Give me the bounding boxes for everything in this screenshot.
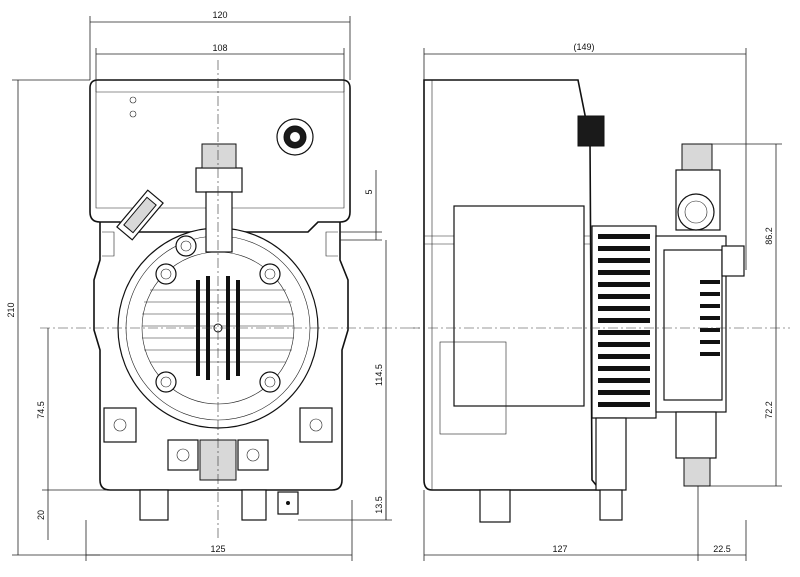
front-view	[40, 60, 420, 540]
dim-front-base: 125	[210, 544, 225, 554]
side-knob	[577, 115, 605, 147]
dim-inlet: 74.5	[36, 401, 46, 419]
dim-side-depth: (149)	[573, 42, 594, 52]
dim-outlet: 13.5	[374, 496, 384, 514]
dim-front-width: 120	[212, 10, 227, 20]
dim-front-height: 210	[6, 302, 16, 317]
dim-center: 114.5	[374, 364, 384, 386]
front-dimensions: 120 108 210 74.5 20 5 114.5 13.5 125	[6, 10, 392, 561]
dim-side-lower: 72.2	[764, 401, 774, 419]
dim-front-top: 108	[212, 43, 227, 53]
motor-fins	[591, 225, 657, 419]
side-view	[410, 79, 790, 523]
head-bolts	[155, 263, 281, 393]
dim-side-upper: 86.2	[764, 227, 774, 245]
dim-bottom: 20	[36, 510, 46, 520]
side-dimensions: (149) 86.2 72.2 127 22.5	[423, 42, 782, 561]
dim-side-base: 127	[552, 544, 567, 554]
dim-side-offset: 22.5	[713, 544, 731, 554]
dim-gap: 5	[364, 189, 374, 194]
